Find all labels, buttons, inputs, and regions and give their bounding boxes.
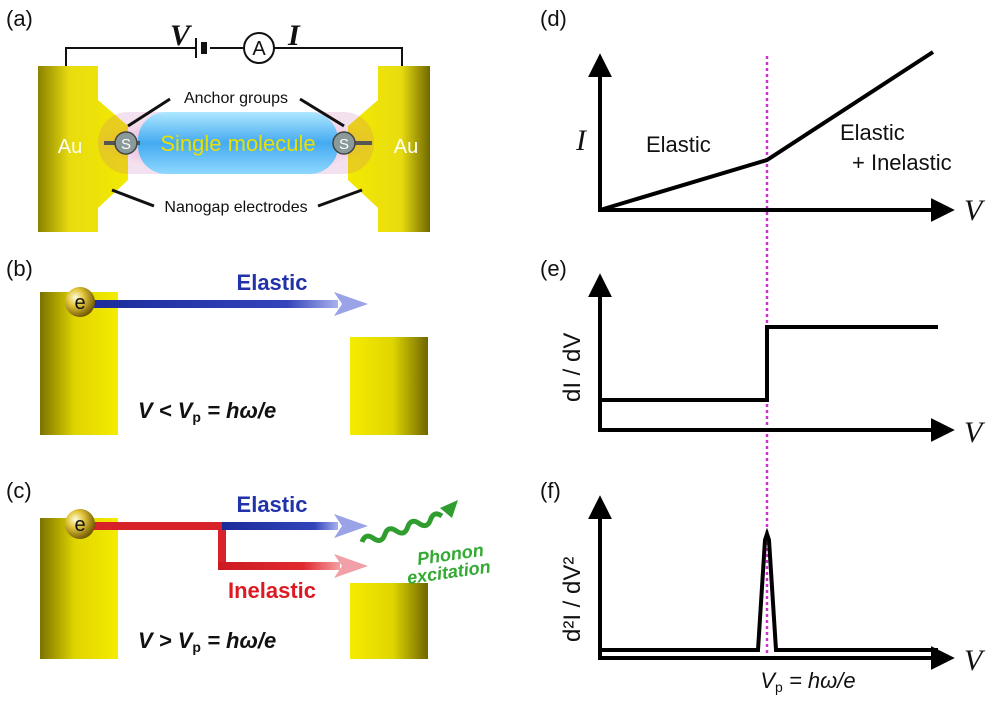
anchor-pointer-left (127, 97, 171, 128)
panel-e-label: (e) (540, 256, 567, 281)
left-electrode-block (40, 518, 118, 659)
iets-peak (600, 527, 938, 652)
condition-sub: p (192, 639, 201, 655)
elastic-arrow-shaft (222, 522, 338, 530)
ammeter-icon (243, 32, 275, 64)
panel-a: (a) V A I S S Single molecule Au Au Anch… (6, 6, 430, 232)
right-electrode-block (350, 583, 428, 659)
inelastic-arrow-head (334, 554, 368, 578)
nanogap-label: Nanogap electrodes (164, 199, 307, 216)
x-axis-label: V (964, 644, 986, 677)
threshold-v: V (760, 668, 777, 693)
elastic-arrow-shaft (82, 300, 338, 308)
condition-rhs: = hω/e (201, 628, 276, 653)
elastic-arrow-head (334, 514, 368, 538)
electron-icon (65, 509, 95, 539)
ammeter-symbol: A (252, 38, 266, 60)
panel-b-label: (b) (6, 256, 33, 281)
panel-f: (f) d²I / dV² V Vp = hω/e (540, 478, 986, 695)
molecule-body (138, 112, 338, 174)
left-electrode (38, 66, 128, 232)
elastic-label: Elastic (237, 270, 308, 295)
threshold-rhs: = hω/e (783, 668, 856, 693)
right-electrode-block (350, 337, 428, 435)
panel-c-label: (c) (6, 478, 32, 503)
x-axis-label: V (964, 416, 986, 449)
electron-label: e (74, 292, 85, 314)
phonon-arrow-head (440, 500, 458, 518)
right-sulfur-atom (332, 131, 356, 155)
molecule-label: Single molecule (160, 131, 315, 156)
panel-f-label: (f) (540, 478, 561, 503)
panel-e: (e) dI / dV V (540, 256, 986, 449)
panel-d: (d) I V Elastic Elastic + Inelastic (540, 6, 986, 227)
y-axis-label: d²I / dV² (559, 557, 586, 642)
condition-text: V < Vp = hω/e (138, 398, 276, 425)
inelastic-path-upper (82, 522, 226, 530)
elastic-label: Elastic (237, 492, 308, 517)
iv-curve (599, 50, 935, 212)
elastic-arrow-head (334, 292, 368, 316)
condition-lhs: V > V (138, 628, 195, 653)
threshold-label: Vp = hω/e (760, 668, 855, 695)
current-symbol: I (287, 19, 301, 52)
condition-text: V > Vp = hω/e (138, 628, 276, 655)
panel-b: (b) e Elastic V < Vp = hω/e (6, 256, 428, 435)
nanogap-pointer-right (317, 188, 363, 208)
y-axis-label: dI / dV (559, 333, 586, 402)
voltage-symbol: V (170, 19, 193, 52)
inelastic-arrow-shaft (218, 562, 340, 570)
condition-lhs: V < V (138, 398, 195, 423)
anchor-pointer-right (299, 97, 345, 128)
condition-sub: p (192, 409, 201, 425)
elastic-inelastic-label-2: + Inelastic (852, 150, 952, 175)
condition-rhs: = hω/e (201, 398, 276, 423)
right-anchor-label: S (339, 136, 349, 153)
right-au-label: Au (394, 136, 418, 158)
nanogap-pointer-left (111, 188, 155, 208)
x-axis-label: V (964, 194, 986, 227)
right-electrode (348, 66, 430, 232)
phonon-wave-icon (359, 511, 444, 543)
electron-label: e (74, 514, 85, 536)
left-anchor-label: S (121, 136, 131, 153)
y-axis-label: I (575, 124, 588, 157)
left-au-label: Au (58, 136, 82, 158)
anchor-groups-label: Anchor groups (184, 90, 288, 107)
inelastic-path-drop (218, 522, 226, 570)
elastic-region-label: Elastic (646, 132, 711, 157)
threshold-sub: p (775, 679, 783, 695)
panel-c: (c) e Elastic Inelastic Phonon excitatio… (6, 478, 492, 659)
conductance-step (600, 325, 938, 402)
elastic-inelastic-label-1: Elastic (840, 120, 905, 145)
left-sulfur-atom (114, 131, 138, 155)
electron-icon (65, 287, 95, 317)
panel-d-label: (d) (540, 6, 567, 31)
panel-a-label: (a) (6, 6, 33, 31)
inelastic-label: Inelastic (228, 578, 316, 603)
